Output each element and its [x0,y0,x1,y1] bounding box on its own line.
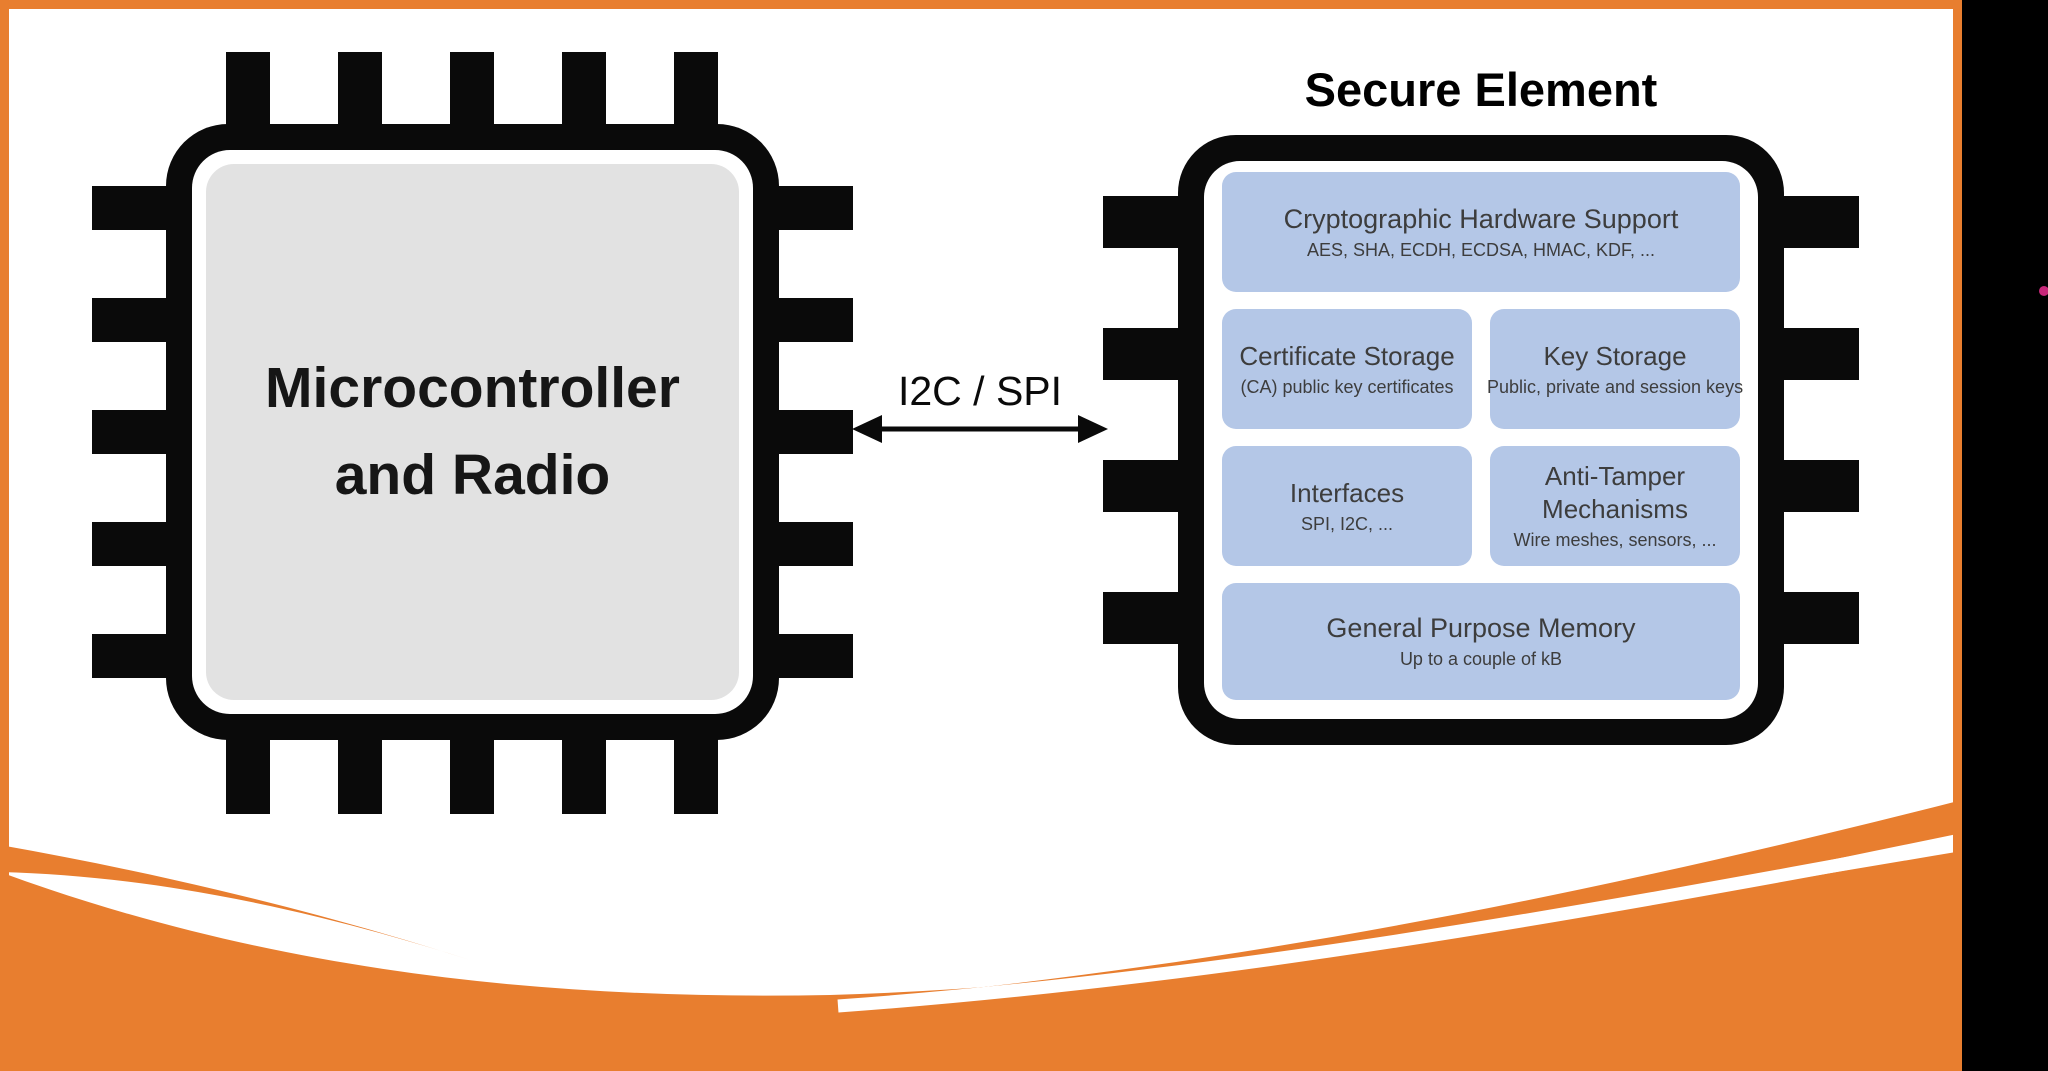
chip-pin [1103,196,1180,248]
wave-footer [0,800,1962,1071]
chip-pin [562,738,606,814]
block-subtitle: Public, private and session keys [1486,376,1744,397]
block-general-purpose-memory: General Purpose Memory Up to a couple of… [1222,583,1740,700]
chip-pin [338,738,382,814]
block-anti-tamper-mechanisms: Anti-Tamper Mechanisms Wire meshes, sens… [1490,446,1740,566]
chip-pin [226,52,270,126]
chip-pin [92,522,168,566]
chip-pin [777,410,853,454]
chip-pin [226,738,270,814]
slide-border-left [0,0,9,1071]
secure-element-title: Secure Element [1304,63,1658,116]
chip-pin [92,634,168,678]
microcontroller-label-line1: Microcontroller [265,356,680,420]
chip-pin [338,52,382,126]
block-subtitle: Wire meshes, sensors, ... [1513,530,1717,550]
block-title: Cryptographic Hardware Support [1283,203,1679,234]
slide-border-top [0,0,1962,9]
chip-pin [1103,328,1180,380]
chip-pin [1782,328,1859,380]
wave-stripe-right [837,835,1962,1013]
chip-pin [92,298,168,342]
block-title: Key Storage [1543,340,1687,371]
block-cryptographic-hardware-support: Cryptographic Hardware Support AES, SHA,… [1222,172,1740,292]
wave-main [0,851,1962,1071]
microcontroller-chip-inner: Microcontroller and Radio [192,150,753,714]
chip-pin [777,634,853,678]
chip-pin [777,186,853,230]
block-title: Certificate Storage [1239,340,1455,371]
bus-arrow-icon [852,415,1108,443]
microcontroller-chip: Microcontroller and Radio [166,124,779,740]
chip-pin [92,186,168,230]
chip-pin [1782,592,1859,644]
chip-pin [450,738,494,814]
chip-pin [674,738,718,814]
bus-label: I2C / SPI [897,368,1063,414]
block-subtitle: Up to a couple of kB [1399,649,1563,669]
slide-border-right [1953,0,1962,1071]
chip-pin [777,298,853,342]
microcontroller-label-line2: and Radio [334,443,611,507]
block-subtitle: SPI, I2C, ... [1300,513,1394,534]
block-title: Anti-Tamper Mechanisms [1542,461,1688,524]
marker-dot [2039,286,2048,296]
microcontroller-chip-panel: Microcontroller and Radio [206,164,739,700]
block-title: Interfaces [1289,477,1405,508]
chip-pin [562,52,606,126]
chip-pin [1782,460,1859,512]
chip-pin [92,410,168,454]
block-title: General Purpose Memory [1326,613,1636,643]
block-subtitle: (CA) public key certificates [1240,376,1454,397]
chip-pin [1103,592,1180,644]
slide-background: Microcontroller and Radio I2C / SPI Secu… [0,0,1962,1071]
block-certificate-storage: Certificate Storage (CA) public key cert… [1222,309,1472,429]
chip-pin [450,52,494,126]
chip-pin [1782,196,1859,248]
chip-pin [777,522,853,566]
block-key-storage: Key Storage Public, private and session … [1486,309,1744,429]
block-subtitle: AES, SHA, ECDH, ECDSA, HMAC, KDF, ... [1306,239,1656,260]
chip-pin [674,52,718,126]
letterbox-strip [1962,0,2048,1071]
chip-pin [1103,460,1180,512]
block-interfaces: Interfaces SPI, I2C, ... [1222,446,1472,566]
wave-sliver-left [0,845,470,960]
